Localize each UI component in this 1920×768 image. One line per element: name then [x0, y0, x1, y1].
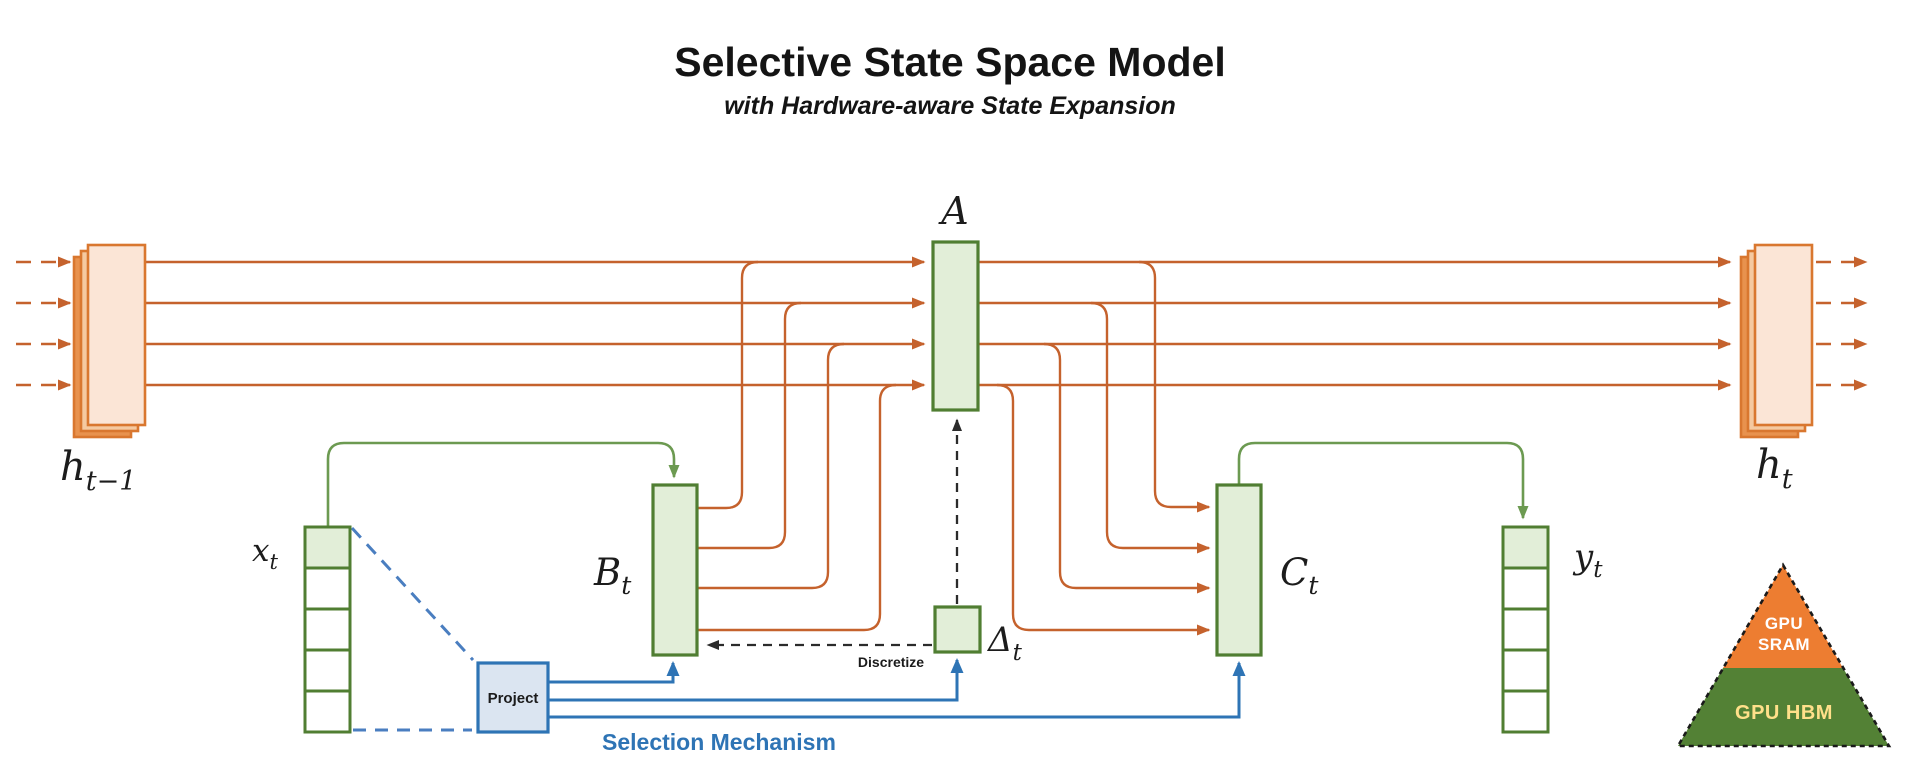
delta-block — [933, 605, 982, 654]
gpu-hbm-label: GPU HBM — [1735, 702, 1833, 724]
xt-cell — [303, 648, 352, 693]
discretize-label: Discretize — [858, 654, 924, 670]
yt-cell — [1501, 607, 1550, 652]
gpu-memory-pyramid-icon: GPU SRAM GPU HBM — [1675, 562, 1892, 748]
yt-label: yt — [1572, 537, 1603, 583]
project-label: Project — [488, 690, 539, 707]
yt-cell-filled — [1501, 525, 1550, 570]
ct-block — [1215, 483, 1263, 657]
project-to-delta-line — [548, 658, 964, 702]
bt-curve — [697, 383, 897, 632]
ct-to-yt-line — [1237, 441, 1529, 520]
yt-cell — [1501, 566, 1550, 611]
page-title: Selective State Space Model — [674, 39, 1225, 85]
yt-column — [1501, 525, 1550, 734]
xt-cell — [303, 689, 352, 734]
bt-block — [651, 483, 699, 657]
bt-curve — [697, 342, 845, 590]
bt-to-state-curves — [697, 260, 897, 632]
page-subtitle: with Hardware-aware State Expansion — [724, 92, 1176, 120]
ct-curve — [1043, 342, 1211, 594]
yt-cell — [1501, 648, 1550, 693]
pyramid-top-section — [1723, 565, 1843, 668]
xt-column — [303, 525, 352, 734]
h-next-block — [1739, 243, 1814, 439]
pyramid-bottom-section — [1678, 668, 1889, 746]
xt-cell-filled — [303, 525, 352, 570]
bt-curve — [697, 301, 802, 550]
xt-label: xt — [252, 533, 278, 574]
ct-curve — [1090, 301, 1211, 554]
gpu-sram-label-line1: GPU — [1765, 614, 1803, 633]
selection-mechanism-lines — [350, 526, 1246, 732]
ct-curve — [996, 383, 1211, 636]
bt-curve — [697, 260, 759, 510]
h-prev-layer-front — [86, 243, 147, 427]
xt-cell — [303, 566, 352, 611]
a-label: A — [938, 189, 968, 233]
xt-project-diagonal — [350, 526, 475, 662]
xt-cell — [303, 607, 352, 652]
h-prev-label: ht−1 — [60, 444, 136, 497]
delta-label: Δt — [986, 620, 1023, 666]
ct-curve — [1138, 260, 1211, 513]
selection-mechanism-label: Selection Mechanism — [602, 729, 836, 755]
gpu-sram-label-line2: SRAM — [1758, 635, 1810, 654]
h-next-layer-front — [1753, 243, 1814, 427]
project-box — [476, 661, 550, 734]
yt-cell — [1501, 689, 1550, 734]
pyramid-outline — [1675, 562, 1892, 748]
state-to-ct-curves — [996, 260, 1211, 636]
h-next-label: ht — [1756, 442, 1793, 495]
bt-label: Bt — [593, 551, 632, 600]
a-block — [931, 240, 980, 412]
xt-to-bt-line — [326, 441, 680, 526]
h-prev-block — [72, 243, 147, 439]
ct-label: Ct — [1280, 551, 1319, 600]
project-to-bt-line — [548, 661, 680, 684]
project-to-ct-line — [548, 661, 1246, 719]
